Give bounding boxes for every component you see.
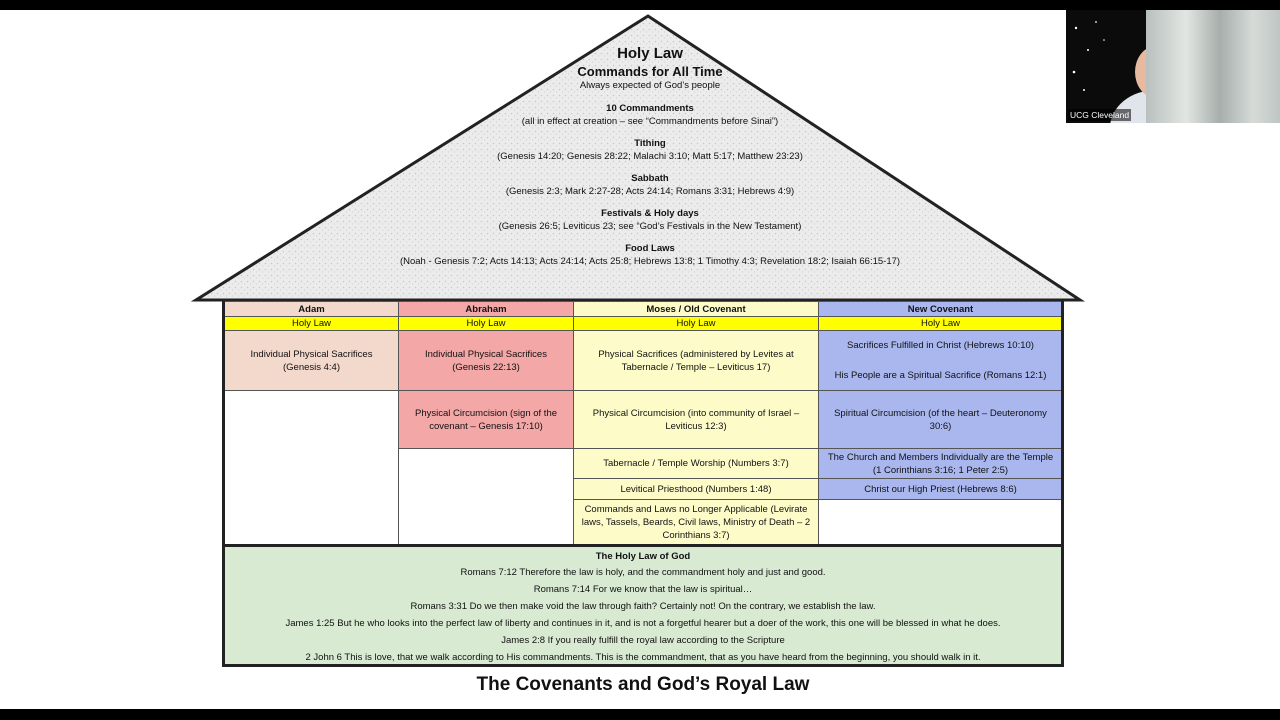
shared-slide: Holy Law Commands for All Time Always ex…: [0, 10, 1280, 709]
divider-moses-new: [818, 499, 819, 545]
foundation-verse: Romans 7:12 Therefore the law is holy, a…: [460, 567, 826, 578]
foundation-verse: James 2:8 If you really fulfill the roya…: [501, 635, 785, 646]
moses-worship: Tabernacle / Temple Worship (Numbers 3:7…: [573, 448, 819, 479]
header-moses: Moses / Old Covenant: [573, 301, 819, 317]
roof-item-heading: Food Laws: [625, 243, 675, 254]
abraham-circumcision: Physical Circumcision (sign of the coven…: [398, 390, 574, 449]
new-spiritual-circumcision: Spiritual Circumcision (of the heart – D…: [818, 390, 1063, 449]
holy-law-moses: Holy Law: [573, 316, 819, 331]
moses-no-longer-applicable: Commands and Laws no Longer Applicable (…: [573, 499, 819, 545]
roof-content: Holy Law Commands for All Time Always ex…: [300, 44, 1000, 277]
foundation-verse: 2 John 6 This is love, that we walk acco…: [305, 652, 981, 663]
roof-item-refs: (Genesis 2:3; Mark 2:27-28; Acts 24:14; …: [505, 186, 795, 197]
foundation-verse: James 1:25 But he who looks into the per…: [285, 618, 1001, 629]
divider-abraham-moses: [573, 448, 574, 545]
header-adam: Adam: [224, 301, 399, 317]
foundation-title: The Holy Law of God: [595, 551, 691, 562]
video-background-curtain: [1146, 10, 1280, 123]
roof-tagline: Always expected of God’s people: [579, 80, 721, 91]
new-spiritual-sacrifice: His People are a Spiritual Sacrifice (Ro…: [818, 360, 1063, 391]
foundation-verse: Romans 3:31 Do we then make void the law…: [410, 601, 876, 612]
holy-law-abraham: Holy Law: [398, 316, 574, 331]
roof-item-refs: (Genesis 26:5; Leviticus 23; see “God’s …: [498, 221, 802, 232]
holy-law-new: Holy Law: [818, 316, 1063, 331]
roof-item-heading: Sabbath: [631, 173, 669, 184]
divider-adam-abraham: [398, 390, 399, 545]
slide-caption: The Covenants and God’s Royal Law: [476, 674, 810, 695]
roof-subtitle: Commands for All Time: [577, 64, 723, 79]
roof-item-refs: (Noah - Genesis 7:2; Acts 14:13; Acts 24…: [399, 256, 901, 267]
holy-law-adam: Holy Law: [224, 316, 399, 331]
abraham-sacrifices: Individual Physical Sacrifices (Genesis …: [398, 330, 574, 391]
roof-item-refs: (all in effect at creation – see “Comman…: [521, 116, 779, 127]
moses-sacrifices: Physical Sacrifices (administered by Lev…: [573, 330, 819, 391]
new-temple: The Church and Members Individually are …: [818, 448, 1063, 479]
moses-priesthood: Levitical Priesthood (Numbers 1:48): [573, 478, 819, 500]
roof-shape: [190, 14, 1086, 302]
participant-video-tile[interactable]: UCG Cleveland: [1066, 10, 1146, 123]
header-abraham: Abraham: [398, 301, 574, 317]
new-sacrifices-fulfilled: Sacrifices Fulfilled in Christ (Hebrews …: [818, 330, 1063, 361]
foundation-box: The Holy Law of God Romans 7:12 Therefor…: [222, 544, 1064, 667]
adam-sacrifices: Individual Physical Sacrifices (Genesis …: [224, 330, 399, 391]
participant-name: UCG Cleveland: [1068, 109, 1132, 121]
roof-item-heading: Festivals & Holy days: [601, 208, 699, 219]
new-high-priest: Christ our High Priest (Hebrews 8:6): [818, 478, 1063, 500]
moses-circumcision: Physical Circumcision (into community of…: [573, 390, 819, 449]
roof-item-refs: (Genesis 14:20; Genesis 28:22; Malachi 3…: [497, 151, 803, 162]
header-new-covenant: New Covenant: [818, 301, 1063, 317]
roof-item-heading: 10 Commandments: [606, 103, 694, 114]
roof-item-heading: Tithing: [634, 138, 666, 149]
participant-video-image: [1072, 21, 1146, 123]
roof-title: Holy Law: [617, 45, 683, 62]
foundation-verse: Romans 7:14 For we know that the law is …: [533, 584, 753, 595]
roof-triangle: [190, 14, 1086, 302]
